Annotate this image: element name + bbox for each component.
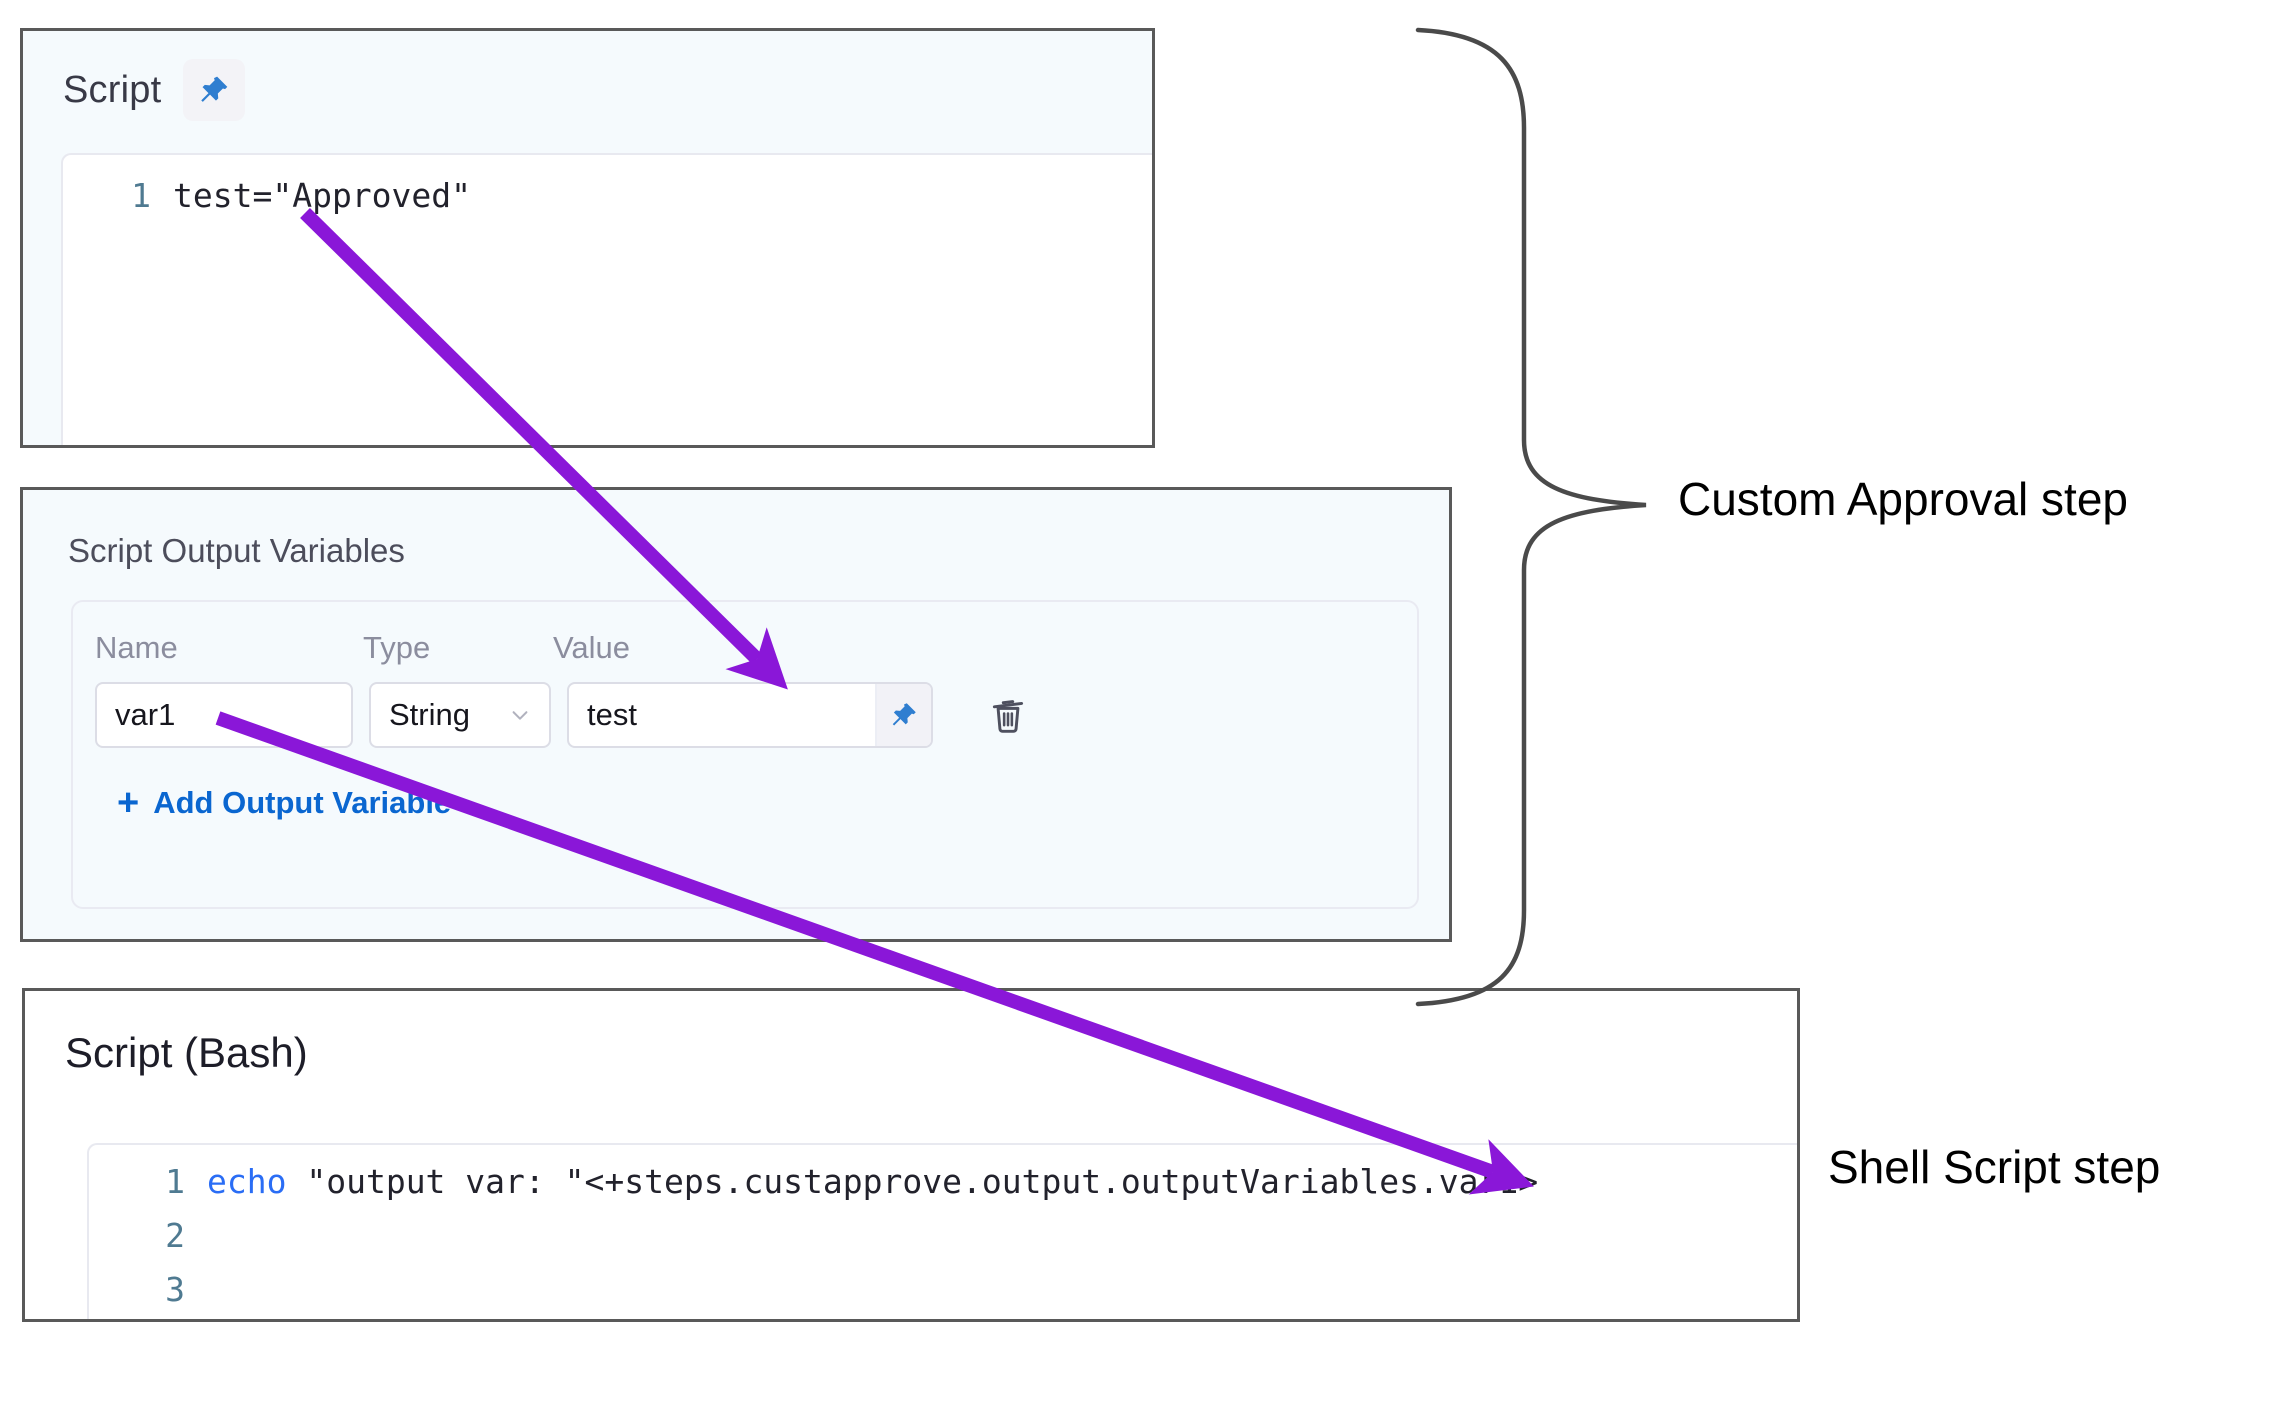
line-number: 1 bbox=[165, 1162, 185, 1201]
column-header-type: Type bbox=[363, 630, 431, 665]
trash-icon bbox=[992, 700, 1024, 733]
custom-approval-brace bbox=[1415, 27, 1647, 1007]
line-number: 1 bbox=[131, 176, 151, 215]
plus-icon: + bbox=[117, 782, 140, 824]
chevron-down-icon bbox=[512, 711, 528, 720]
variable-value-field: test bbox=[567, 682, 933, 748]
script-label: Script bbox=[63, 68, 162, 111]
custom-approval-annotation-label: Custom Approval step bbox=[1678, 473, 2129, 525]
output-variables-table: Name Type Value var1 String test bbox=[71, 600, 1419, 909]
code-line-text: test="Approved" bbox=[173, 176, 472, 215]
variable-type-value: String bbox=[389, 697, 470, 732]
variable-type-select[interactable]: String bbox=[369, 682, 551, 748]
line-number: 3 bbox=[165, 1270, 185, 1309]
table-row: var1 String test bbox=[95, 682, 1405, 748]
code-line: 3 bbox=[89, 1263, 1797, 1317]
code-line: 2 bbox=[89, 1209, 1797, 1263]
code-line: 1 echo "output var: "<+steps.custapprove… bbox=[89, 1155, 1797, 1209]
column-header-value: Value bbox=[553, 630, 630, 665]
pin-button[interactable] bbox=[183, 59, 246, 121]
script-card-header: Script bbox=[23, 31, 1152, 121]
script-card: Script 1 test="Approved" bbox=[20, 28, 1155, 448]
script-output-variables-card: Script Output Variables Name Type Value … bbox=[20, 487, 1452, 942]
bash-code-editor[interactable]: 1 echo "output var: "<+steps.custapprove… bbox=[87, 1143, 1797, 1319]
script-output-variables-title: Script Output Variables bbox=[68, 532, 405, 569]
column-header-name: Name bbox=[95, 630, 178, 665]
variable-name-input[interactable]: var1 bbox=[95, 682, 353, 748]
pin-icon bbox=[889, 700, 919, 730]
value-pin-button[interactable] bbox=[875, 684, 931, 746]
variable-value-input[interactable]: test bbox=[587, 697, 637, 732]
table-header-row: Name Type Value bbox=[95, 620, 1405, 676]
code-line: 1 test="Approved" bbox=[63, 155, 1152, 223]
code-keyword: echo bbox=[207, 1162, 287, 1201]
script-code-editor[interactable]: 1 test="Approved" bbox=[61, 153, 1152, 445]
line-number: 2 bbox=[165, 1216, 185, 1255]
shell-script-annotation-label: Shell Script step bbox=[1828, 1141, 2161, 1193]
pin-icon bbox=[197, 73, 231, 107]
add-output-variable-button[interactable]: + Add Output Variable bbox=[117, 784, 451, 822]
bash-script-title: Script (Bash) bbox=[65, 1029, 308, 1076]
delete-variable-button[interactable] bbox=[975, 682, 1041, 748]
code-line-text: echo "output var: "<+steps.custapprove.o… bbox=[207, 1155, 1538, 1209]
bash-script-card: Script (Bash) 1 echo "output var: "<+ste… bbox=[22, 988, 1800, 1322]
code-line-rest: "output var: "<+steps.custapprove.output… bbox=[286, 1162, 1539, 1201]
add-output-variable-label: Add Output Variable bbox=[153, 785, 452, 820]
